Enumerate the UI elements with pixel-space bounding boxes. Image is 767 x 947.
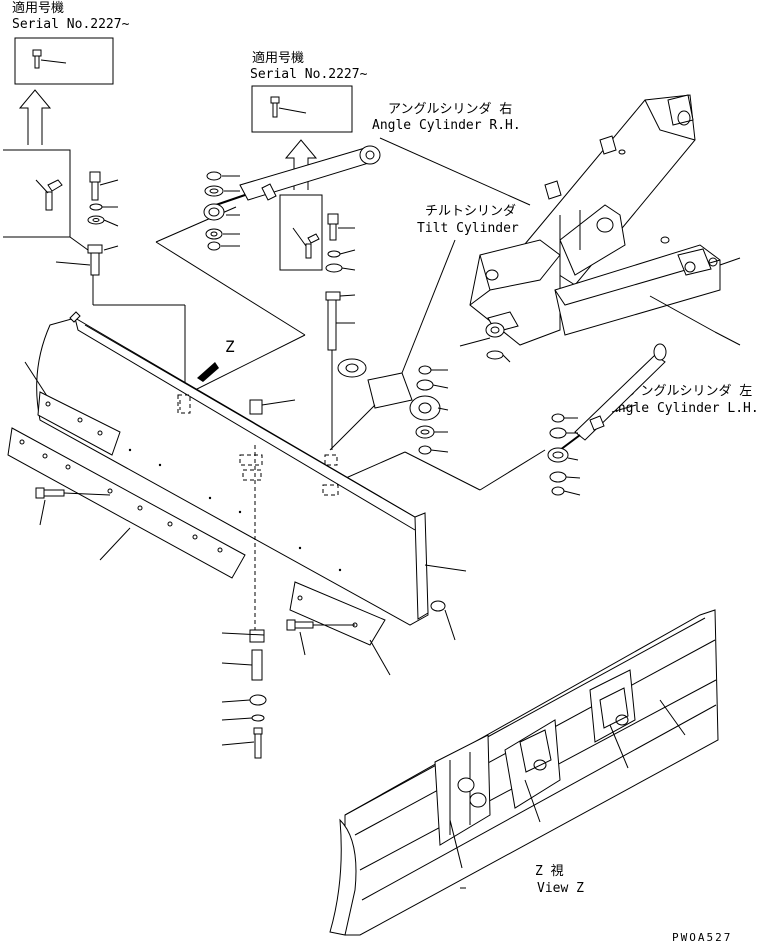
serial-box-2-serial: Serial No.2227~: [250, 67, 368, 82]
grease-fitting-detail-left: [3, 149, 89, 251]
view-z-jp: Z 視: [535, 864, 564, 879]
angle-cylinder-lh-jp: アングルシリンダ 左: [628, 384, 752, 399]
angle-cylinder-lh-en: Angle Cylinder L.H.: [610, 401, 759, 416]
main-frame: [459, 94, 741, 363]
tilt-cylinder: [329, 239, 456, 451]
angle-cylinder-rh-jp: アングルシリンダ 右: [388, 102, 512, 117]
rh-cylinder-washers: [203, 171, 240, 251]
cutting-edge: [7, 427, 246, 579]
left-bolt-stack: [55, 171, 186, 395]
end-bit-left: [37, 391, 121, 456]
grease-fitting-detail-middle: [279, 194, 356, 450]
drawing-code: PWOA527: [672, 931, 732, 944]
angle-cylinder-lh: [559, 343, 667, 451]
cutting-edge-bolt: [35, 487, 111, 526]
blade: [24, 311, 467, 630]
serial-box-2-frame: [251, 85, 353, 133]
serial-box-1-serial: Serial No.2227~: [12, 17, 130, 32]
angle-cylinder-rh-en: Angle Cylinder R.H.: [372, 118, 521, 133]
lh-cylinder-washers: [329, 413, 581, 496]
up-arrow-1: [18, 89, 52, 145]
pivot-pin-stack: [221, 399, 296, 759]
tilt-cylinder-en: Tilt Cylinder: [417, 221, 519, 236]
angle-cylinder-rh: [155, 137, 531, 396]
serial-box-1-title: 適用号機: [12, 0, 64, 16]
tilt-cylinder-washers: [415, 365, 449, 455]
z-marker: Z: [225, 337, 235, 356]
blade-view-z: [329, 609, 719, 936]
end-bit-right: [286, 581, 456, 676]
serial-box-2-title: 適用号機: [252, 50, 304, 66]
up-arrow-2: [284, 139, 318, 190]
tilt-cylinder-jp: チルトシリンダ: [425, 204, 516, 219]
serial-box-1-frame: [14, 37, 114, 85]
view-z-en: View Z: [537, 881, 584, 896]
view-arrow-icon: [197, 362, 219, 382]
